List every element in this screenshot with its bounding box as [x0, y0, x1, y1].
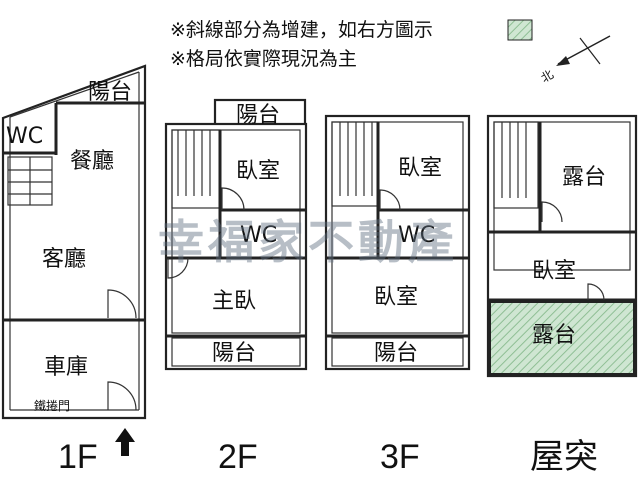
roof-bottom-terrace-label: 露台	[532, 323, 576, 348]
2f-wc-label: WC	[240, 223, 277, 248]
3f-wc-label: WC	[398, 223, 435, 248]
hatched-swatch-icon	[507, 19, 533, 41]
1f-wc-label: WC	[6, 124, 43, 149]
2f-top-balcony	[213, 98, 307, 128]
3f-balcony-label: 陽台	[374, 341, 418, 366]
1f-living-label: 客廳	[42, 247, 86, 272]
1f-balcony-label: 陽台	[88, 80, 132, 105]
2f-master-bedroom-label: 主臥	[212, 289, 256, 314]
floor-3f: 臥室 WC 臥室 陽台	[324, 114, 471, 371]
note-addition: ※斜線部分為增建，如右方圖示	[170, 19, 433, 41]
floor-label-2f: 2F	[218, 438, 258, 476]
floor-2f: 陽台 臥室 WC 主臥 陽台	[164, 98, 308, 371]
compass-label: 北	[538, 67, 555, 85]
roof-addition-terrace	[489, 301, 635, 375]
floor-label-1f: 1F	[58, 438, 98, 476]
3f-top-bedroom-label: 臥室	[398, 156, 442, 181]
floor-1f: 陽台 WC 餐廳 客廳 車庫 鐵捲門	[1, 64, 147, 420]
1f-rolling-door-label: 鐵捲門	[34, 398, 70, 413]
3f-bedroom-label: 臥室	[374, 285, 418, 310]
3f-outline	[324, 114, 471, 371]
2f-top-balcony-label: 陽台	[236, 103, 280, 128]
2f-bedroom-label: 臥室	[236, 159, 280, 184]
1f-garage-label: 車庫	[44, 355, 88, 380]
note-layout: ※格局依實際現況為主	[170, 48, 357, 70]
roof-bedroom-label: 臥室	[532, 259, 576, 284]
watermark-text: 幸福家不動產	[158, 215, 458, 269]
up-arrow-icon	[115, 428, 135, 456]
2f-outline	[164, 122, 308, 371]
north-arrow-icon: 北	[538, 35, 611, 85]
2f-bottom-balcony-label: 陽台	[212, 341, 256, 366]
roof-top-terrace-label: 露台	[562, 165, 606, 190]
floor-label-roof: 屋突	[530, 438, 598, 476]
floor-label-3f: 3F	[380, 438, 420, 476]
1f-dining-label: 餐廳	[70, 149, 114, 174]
floor-roof: 露台 臥室 露台	[486, 114, 638, 378]
